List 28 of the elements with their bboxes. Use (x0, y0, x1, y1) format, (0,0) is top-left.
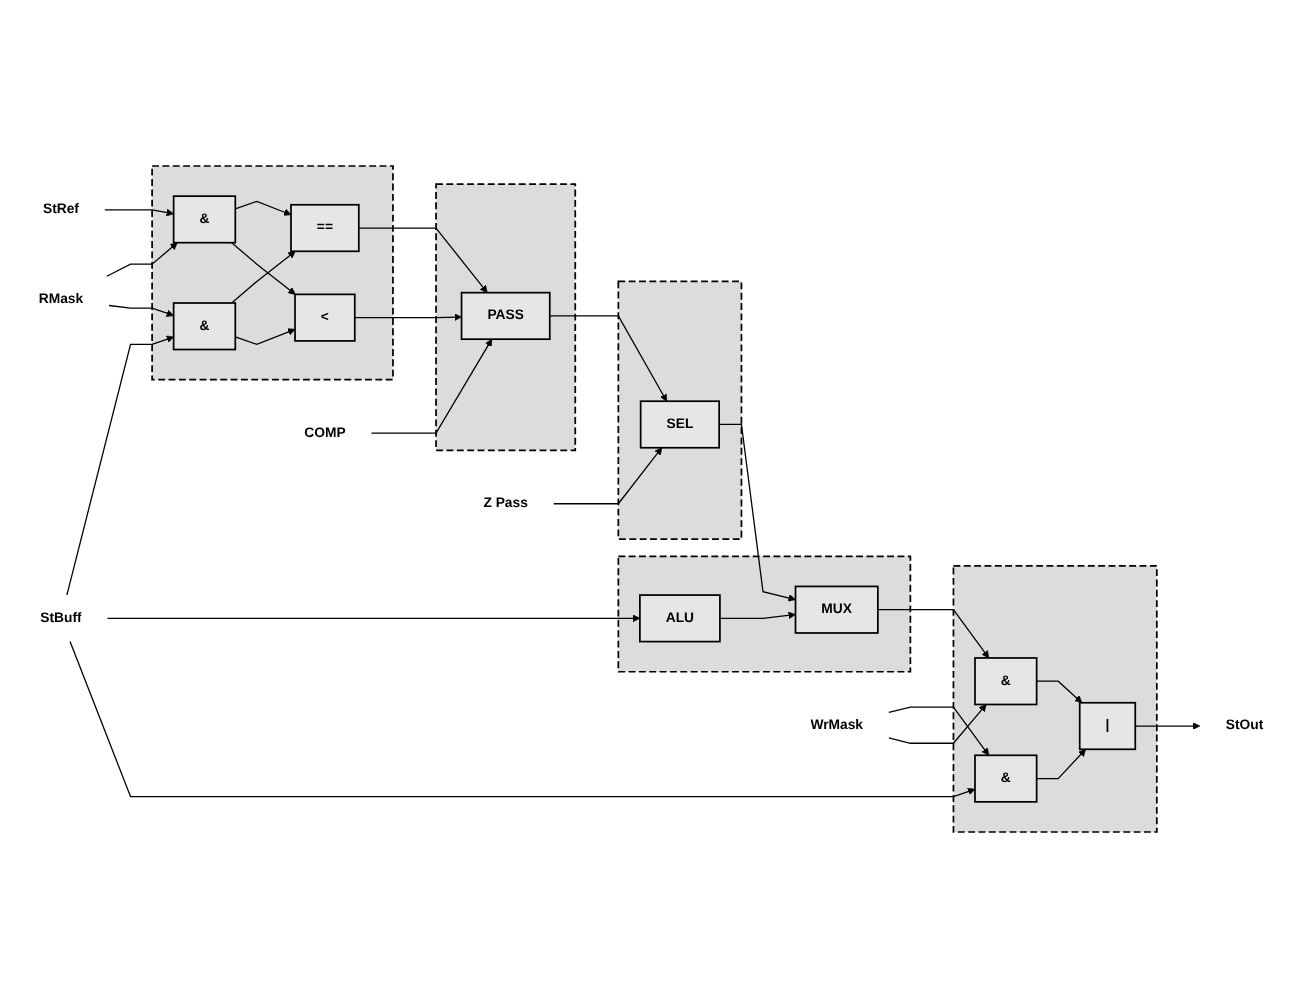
cluster (151, 165, 394, 381)
arrow (69, 640, 976, 798)
arrow (66, 335, 174, 596)
arrow (877, 609, 990, 659)
arrow (231, 250, 296, 304)
cluster (952, 564, 1158, 833)
arrow (370, 338, 493, 434)
arrow (888, 704, 987, 744)
cluster (435, 183, 577, 452)
arrow (888, 706, 990, 756)
arrow (231, 242, 296, 295)
arrow (106, 242, 178, 277)
arrow (1036, 680, 1083, 704)
arrow (106, 614, 641, 623)
arrow (549, 315, 668, 402)
arrow (354, 313, 462, 321)
arrow (1036, 748, 1086, 780)
arrow (553, 447, 663, 505)
arrow (719, 611, 796, 620)
arrow (108, 304, 174, 317)
cluster (617, 555, 912, 673)
cluster (617, 280, 743, 540)
arrow (718, 423, 796, 602)
arrow (1134, 722, 1201, 730)
arrow (234, 328, 296, 346)
arrow (358, 227, 488, 293)
arrow (104, 208, 174, 217)
arrow (234, 200, 292, 216)
